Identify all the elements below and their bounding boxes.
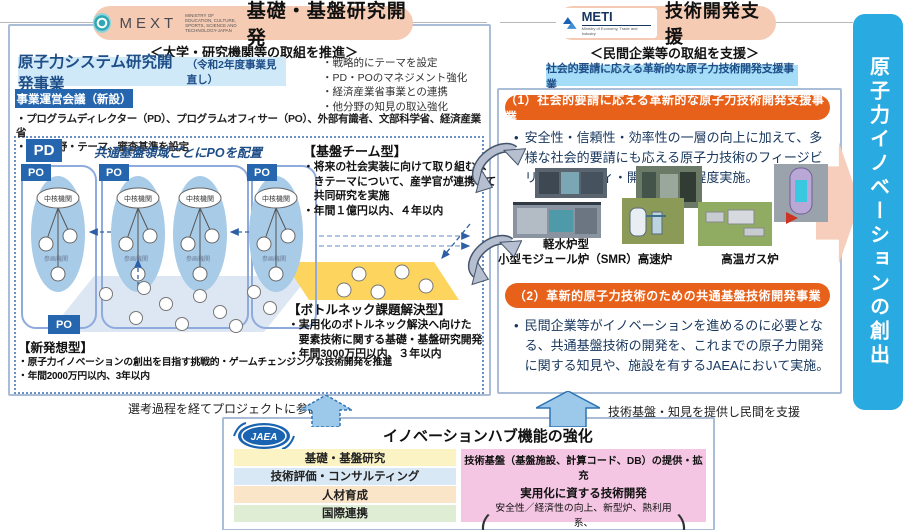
jaea-row-international: 国際連携 xyxy=(234,504,456,522)
jaea-tech-base-row2: 実用化に資する技術開発 xyxy=(520,488,647,500)
svg-text:中核機関: 中核機関 xyxy=(44,194,72,203)
bullet-icon: • xyxy=(514,130,519,145)
meti-logo-text: METI xyxy=(581,10,651,26)
svg-text:中核機関: 中核機関 xyxy=(262,194,290,203)
jaea-row-hr: 人材育成 xyxy=(234,486,456,503)
up-arrow-dashed-icon xyxy=(300,395,352,427)
bottleneck-lines: ・実用化のボトルネック解決へ向けた 要素技術に関する基礎・基盤研究開発 ・年間3… xyxy=(288,319,483,361)
council-box: 事業運営会議（新設） xyxy=(15,89,133,108)
kiban-team-title: 【基盤チーム型】 xyxy=(303,144,407,159)
section1-header: （1）社会的要請に応える革新的な原子力技術開発支援事業 xyxy=(505,93,830,124)
kiban-team-lines: ・将来の社会実装に向けて取り組むべ きテーマについて、産学官が連携して 共同研究… xyxy=(303,161,497,217)
meti-program-banner: 社会的要請に応える革新的な原子力技術開発支援事業 xyxy=(546,63,798,91)
po-cluster-diagram: 中核機関 参画機関 中核機関 参画機関 中核機関 参画機関 中核機関 参画 xyxy=(21,165,471,333)
jaea-logo: JAEA xyxy=(233,422,295,450)
reactor-label-htgr: 高温ガス炉 xyxy=(721,254,779,266)
svg-text:参画機関: 参画機関 xyxy=(186,255,210,263)
po-box: PO xyxy=(247,164,277,181)
po-note: 共通基盤領域ごとにPOを配置 xyxy=(94,146,263,160)
program-side-bullets: ・戦略的にテーマを設定 ・PD・POのマネジメント強化 ・経済産業省事業との連携… xyxy=(322,57,468,114)
jaea-tech-base-box: 技術基盤（基盤施設、計算コード、DB）の提供・拡充 実用化に資する技術開発 （ … xyxy=(461,449,706,530)
jaea-tech-base-detail-lines: 安全性／経済性の向上、新型炉、熱利用系、 燃料サイクル、分離変換、バックエンド … xyxy=(495,503,672,529)
svg-text:参画機関: 参画機関 xyxy=(124,255,148,263)
htgr-image xyxy=(698,164,828,246)
jaea-tech-base-row1: 技術基盤（基盤施設、計算コード、DB）の提供・拡充 xyxy=(464,456,703,482)
reactor-label-fast: 高速炉 xyxy=(637,254,673,266)
mext-header-pill: MEXT MINISTRY OF EDUCATION, CULTURE, SPO… xyxy=(93,1,413,49)
jaea-function-list: 基礎・基盤研究 技術評価・コンサルティング 人材育成 国際連携 xyxy=(234,449,456,523)
meti-logo-subtext: Ministry of Economy, Trade and Industry xyxy=(581,25,638,36)
svg-text:中核機関: 中核機関 xyxy=(186,194,214,203)
kiban-team-block: 【基盤チーム型】 ・将来の社会実装に向けて取り組むべ きテーマについて、産学官が… xyxy=(303,141,498,218)
meti-title: 技術開発支援 xyxy=(664,1,760,47)
po-cluster: 中核機関 参画機関 xyxy=(31,176,85,292)
program-title-box: 原子力システム研究開発事業 （令和2年度事業見直し） xyxy=(18,54,286,93)
goal-banner: 原子力イノベーションの創出 xyxy=(853,14,903,410)
scheme-dotted-box xyxy=(14,136,484,394)
bottleneck-project-dots xyxy=(336,264,434,300)
section2-header: （2）革新的原子力技術のための共通基盤技術開発事業 xyxy=(505,283,830,308)
po-box: PO xyxy=(99,164,129,181)
po-cluster: 中核機関 参画機関 xyxy=(173,176,227,292)
po-cluster: 中核機関 参画機関 xyxy=(111,176,165,292)
mext-subtitle: ＜大学・研究機関等の取組を推進＞ xyxy=(150,45,359,60)
meti-logo: METI Ministry of Economy, Trade and Indu… xyxy=(556,8,657,38)
flow-label-left: 選考過程を経てプロジェクトに参画 xyxy=(128,402,321,416)
mext-logo-icon xyxy=(93,13,112,33)
bottleneck-block: 【ボトルネック課題解決型】 ・実用化のボトルネック解決へ向けた 要素技術に関する… xyxy=(288,299,488,362)
up-arrow-solid-icon xyxy=(536,391,600,427)
reactor-label-smr: 軽水炉型 小型モジュール炉（SMR） xyxy=(498,239,638,266)
mext-panel xyxy=(8,24,491,396)
newidea-parallelogram xyxy=(49,276,309,332)
mext-title: 基礎・基盤研究開発 xyxy=(246,1,407,49)
newidea-project-dots xyxy=(99,281,277,333)
svg-text:参画機関: 参画機関 xyxy=(44,255,68,263)
bottleneck-title: 【ボトルネック課題解決型】 xyxy=(288,303,451,317)
po-box: PO xyxy=(21,164,51,181)
close-paren: ） xyxy=(676,516,706,530)
program-title: 原子力システム研究開発事業 xyxy=(18,53,173,93)
jaea-title: イノベーションハブ機能の強化 xyxy=(383,428,593,445)
svg-text:JAEA: JAEA xyxy=(251,432,278,443)
open-paren: （ xyxy=(461,516,491,530)
fast-reactor-image xyxy=(622,166,702,244)
svg-text:参画機関: 参画機関 xyxy=(262,255,286,263)
meti-logo-icon xyxy=(562,17,577,29)
pd-box: PD xyxy=(26,139,62,162)
bullet-icon: • xyxy=(514,318,519,333)
jaea-row-consulting: 技術評価・コンサルティング xyxy=(234,467,456,485)
section2-body-text: 民間企業等がイノベーションを進めるのに必要となる、共通基盤技術の開発を、これまで… xyxy=(524,318,830,373)
mext-logo-subtext: MINISTRY OF EDUCATION, CULTURE, SPORTS, … xyxy=(185,12,237,34)
exchange-loop-icon xyxy=(471,142,526,194)
smr-image xyxy=(513,168,607,238)
newidea-block: 【新発想型】 ・原子力イノベーションの創出を目指す挑戦的・ゲームチェンジングな技… xyxy=(18,337,398,383)
po-box: PO xyxy=(48,315,80,334)
meti-header-pill: METI Ministry of Economy, Trade and Indu… xyxy=(556,1,776,47)
exchange-loop-icon xyxy=(467,234,522,286)
flow-label-right: 技術基盤・知見を提供し民間を支援 xyxy=(608,405,801,419)
jaea-row-basic-research: 基礎・基盤研究 xyxy=(234,449,456,466)
section2-body: • 民間企業等がイノベーションを進めるのに必要となる、共通基盤技術の開発を、これ… xyxy=(514,316,830,375)
newidea-lines: ・原子力イノベーションの創出を目指す挑戦的・ゲームチェンジングな技術開発を推進 … xyxy=(18,357,392,382)
svg-text:中核機関: 中核機関 xyxy=(124,194,152,203)
jaea-tech-base-detail: （ 安全性／経済性の向上、新型炉、熱利用系、 燃料サイクル、分離変換、バックエン… xyxy=(461,502,706,530)
po-cluster: 中核機関 参画機関 xyxy=(249,176,303,292)
meti-subtitle: ＜民間企業等の取組を支援＞ xyxy=(590,46,760,61)
bottleneck-parallelogram xyxy=(284,262,459,300)
newidea-title: 【新発想型】 xyxy=(18,341,94,355)
program-note: （令和2年度事業見直し） xyxy=(186,58,277,86)
mext-logo-text: MEXT xyxy=(119,14,178,32)
